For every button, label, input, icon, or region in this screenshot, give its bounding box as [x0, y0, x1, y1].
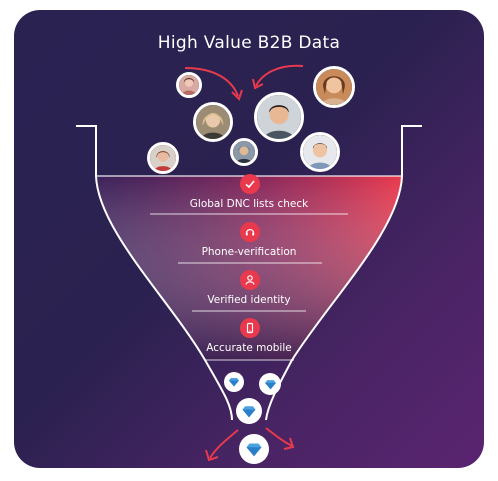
avatar: [193, 102, 233, 142]
diamond-icon: [236, 398, 262, 424]
mobile-phone-icon: [240, 318, 260, 338]
step-label: Global DNC lists check: [189, 198, 309, 210]
avatar: [147, 142, 179, 174]
person-icon: [240, 270, 260, 290]
avatar: [254, 92, 304, 142]
step-label: Phone-verification: [201, 246, 297, 258]
avatar: [313, 66, 355, 108]
page-title: High Value B2B Data: [157, 33, 341, 53]
avatar: [230, 138, 258, 166]
step-label: Verified identity: [207, 294, 291, 306]
step-label: Accurate mobile: [206, 342, 292, 354]
check-icon: [240, 174, 260, 194]
arrow-down-left-icon: [209, 429, 239, 459]
avatar: [176, 72, 202, 98]
diamond-icon: [239, 434, 269, 464]
avatar: [300, 132, 340, 172]
headset-icon: [240, 222, 260, 242]
diamond-icon: [224, 372, 244, 392]
arrow-right-icon: [255, 64, 304, 87]
funnel-outline: [76, 125, 233, 421]
diamond-icon: [259, 373, 281, 395]
arrow-down-right-icon: [265, 427, 293, 447]
arrow-left-icon: [184, 67, 239, 97]
